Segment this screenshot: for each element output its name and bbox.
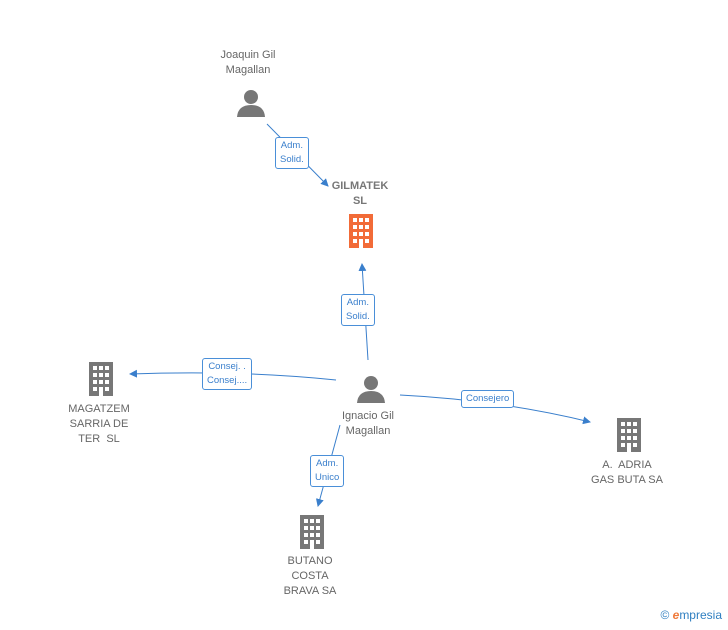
edge-label-line2: Consej.... — [207, 375, 248, 386]
company-adria-name-line2: GAS BUTA SA — [591, 474, 663, 486]
edge-label-ignacio-butano[interactable]: Adm. Unico — [310, 455, 345, 487]
edge-label-line1: Adm. — [346, 297, 369, 308]
company-butano-name-line3: BRAVA SA — [283, 585, 337, 597]
building-icon[interactable] — [614, 418, 644, 452]
company-butano-name-line1: BUTANO — [287, 555, 333, 567]
brand-rest: mpresia — [679, 608, 722, 622]
company-magatzem-name-line3: TER SL — [78, 433, 120, 445]
empresia-watermark: © empresia — [660, 608, 722, 622]
person-joaquin-name-line2: Magallan — [225, 64, 271, 76]
edge-label-ignacio-adria[interactable]: Consejero — [461, 390, 515, 408]
person-joaquin-label[interactable]: Joaquin Gil Magallan — [198, 48, 298, 78]
edge-label-line1: Adm. — [280, 140, 303, 151]
edge-label-line1: Consej. . — [208, 361, 246, 372]
company-magatzem-name-line1: MAGATZEM — [68, 403, 130, 415]
edge-label-line2: Solid. — [280, 154, 304, 165]
building-icon[interactable] — [86, 362, 116, 396]
company-magatzem-label[interactable]: MAGATZEM SARRIA DE TER SL — [49, 402, 149, 447]
edge-label-line1: Adm. — [316, 458, 339, 469]
edge-label-ignacio-magatzem[interactable]: Consej. . Consej.... — [202, 358, 253, 390]
person-ignacio-name-line1: Ignacio Gil — [342, 410, 394, 422]
company-adria-name-line1: A. ADRIA — [602, 459, 652, 471]
building-icon-highlight[interactable] — [346, 214, 376, 248]
edge-label-line1: Consejero — [466, 393, 510, 404]
edge-label-joaquin-gilmatek[interactable]: Adm. Solid. — [275, 137, 309, 169]
company-adria-label[interactable]: A. ADRIA GAS BUTA SA — [577, 458, 677, 488]
person-icon[interactable] — [236, 88, 266, 118]
company-butano-name-line2: COSTA — [291, 570, 329, 582]
brand-initial: e — [672, 608, 680, 622]
company-gilmatek-name-line2: SL — [352, 195, 368, 207]
person-icon[interactable] — [356, 374, 386, 404]
building-icon[interactable] — [297, 515, 327, 549]
edge-label-line2: Unico — [315, 472, 340, 483]
person-joaquin-name-line1: Joaquin Gil — [220, 49, 276, 61]
company-gilmatek-label[interactable]: GILMATEK SL — [320, 179, 400, 209]
person-ignacio-label[interactable]: Ignacio Gil Magallan — [318, 409, 418, 439]
person-ignacio-name-line2: Magallan — [345, 425, 391, 437]
company-gilmatek-name-line1: GILMATEK — [331, 180, 389, 192]
edge-label-line2: Solid. — [346, 311, 370, 322]
edge-label-ignacio-gilmatek[interactable]: Adm. Solid. — [341, 294, 375, 326]
company-butano-label[interactable]: BUTANO COSTA BRAVA SA — [260, 554, 360, 599]
company-magatzem-name-line2: SARRIA DE — [69, 418, 129, 430]
copyright-icon: © — [660, 608, 670, 622]
